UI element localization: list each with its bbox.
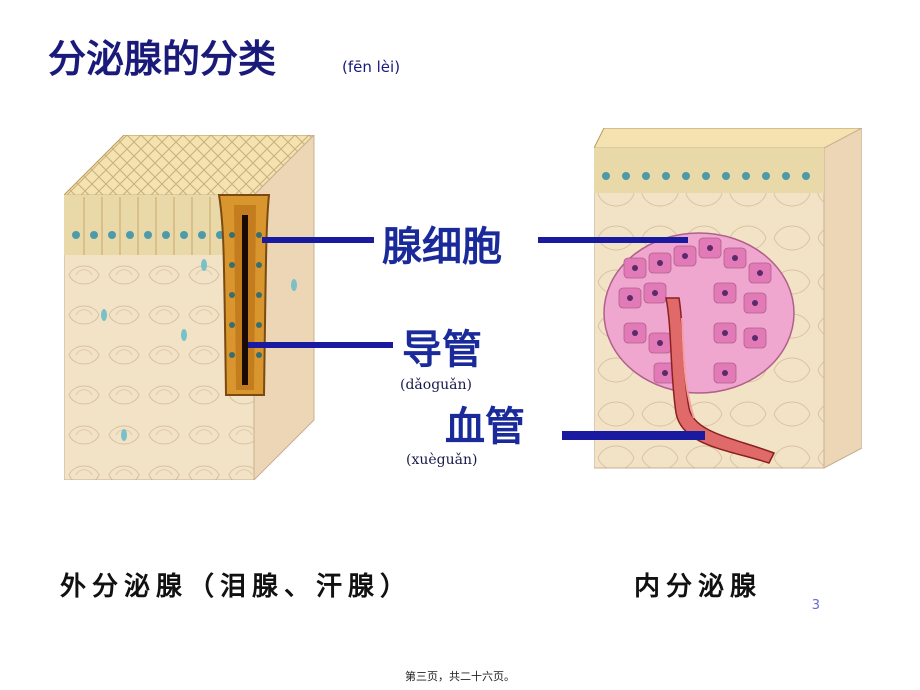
duct-pointer <box>248 342 393 348</box>
endocrine-gland-illustration <box>594 128 862 469</box>
title-pinyin: (fēn lèi) <box>342 58 401 76</box>
gland-cell-pointer-right <box>538 237 688 243</box>
label-duct: 导管 <box>402 326 482 373</box>
slide-title: 分泌腺的分类 <box>48 36 277 81</box>
label-gland-cell: 腺细胞 <box>382 223 502 270</box>
label-blood-vessel: 血管 <box>445 403 525 450</box>
label-blood-vessel-pinyin: (xuèguǎn) <box>406 452 478 468</box>
footer-text: 第三页，共二十六页。 <box>405 670 515 683</box>
exocrine-gland-illustration <box>64 135 315 480</box>
blood-vessel-pointer <box>562 431 705 440</box>
caption-endocrine: 内分泌腺 <box>634 572 763 602</box>
caption-exocrine: 外分泌腺（泪腺、汗腺） <box>60 572 413 602</box>
label-duct-pinyin: (dǎoguǎn) <box>400 377 473 393</box>
gland-cell-pointer-left <box>262 237 374 243</box>
page-number: 3 <box>811 598 820 613</box>
